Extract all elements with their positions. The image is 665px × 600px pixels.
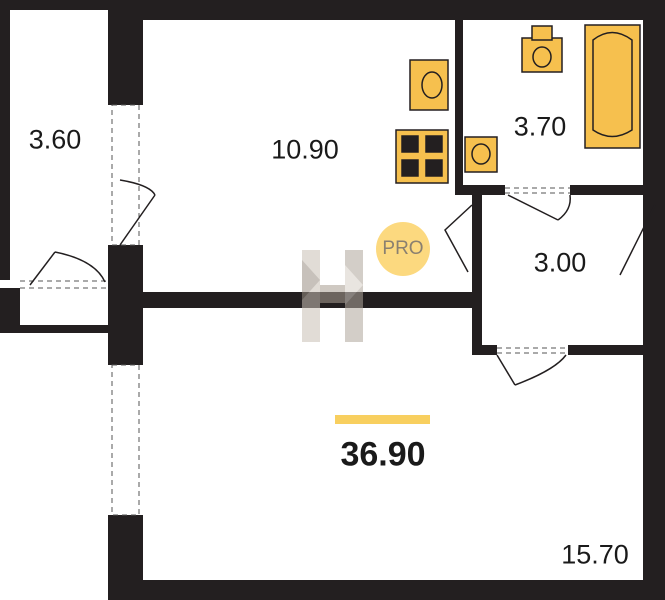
total-area: 36.90 <box>340 435 426 474</box>
pro-badge: PRO <box>376 222 430 276</box>
logo-h <box>302 250 363 342</box>
room-area-bathroom: 3.70 <box>513 111 567 142</box>
room-area-hall: 3.00 <box>533 247 587 278</box>
door-swings <box>29 179 656 386</box>
room-area-balcony: 3.60 <box>28 124 82 155</box>
accent-bar <box>335 415 430 424</box>
windows <box>20 104 570 516</box>
bathtub-icon <box>584 24 641 149</box>
room-area-living: 15.70 <box>561 539 629 570</box>
room-area-kitchen: 10.90 <box>271 134 339 165</box>
bathroom-sink-icon <box>464 136 498 173</box>
fixtures <box>395 24 641 184</box>
